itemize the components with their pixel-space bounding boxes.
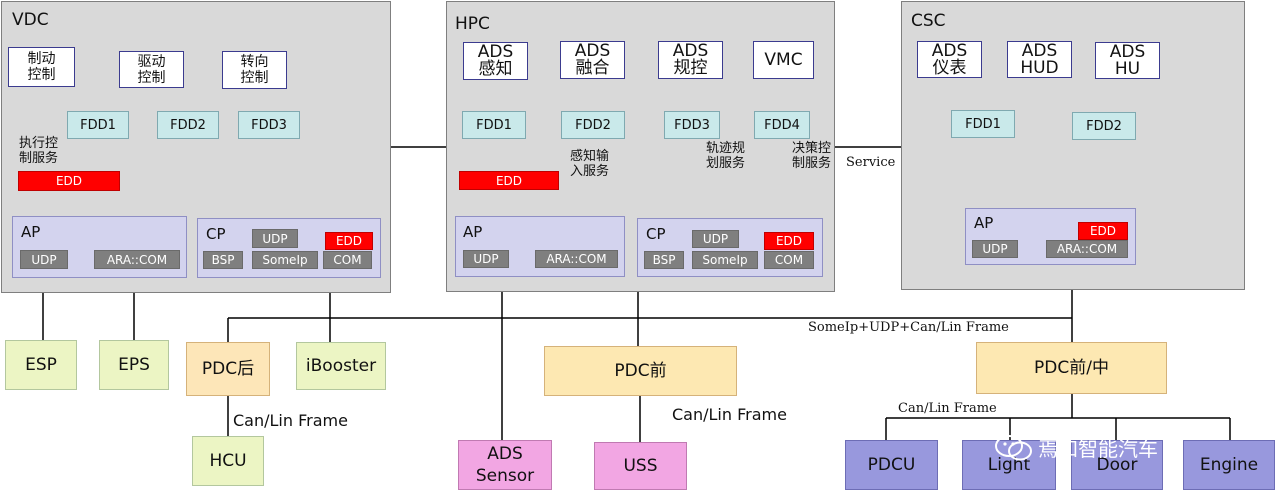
ecu-ibooster: iBooster [296, 342, 386, 390]
csc-ap-udp: UDP [972, 240, 1018, 258]
csc-app-hud: ADS HUD [1007, 41, 1072, 78]
hpc-fdd2: FDD2 [561, 111, 625, 139]
bus-wiring [42, 146, 1231, 442]
hpc-cp-com: COM [764, 251, 814, 269]
ecu-pdcu: PDCU [845, 440, 938, 490]
vdc-ap-aracom: ARA::COM [94, 250, 180, 269]
csc-fdd1: FDD1 [951, 110, 1015, 138]
vdc-cp-someip: SomeIp [252, 251, 318, 269]
hpc-service-decision: 决策控 制服务 [792, 141, 832, 171]
vdc-cp-com: COM [323, 251, 372, 269]
vdc-app-brake: 制动 控制 [8, 47, 75, 87]
csc-ap-edd: EDD [1078, 222, 1128, 240]
vdc-app-steer: 转向 控制 [222, 51, 287, 89]
hpc-app-vmc: VMC [753, 41, 814, 79]
hpc-app-fusion: ADS 融合 [560, 41, 625, 79]
csc-app-hu: ADS HU [1095, 42, 1160, 79]
canlin-label-rear: Can/Lin Frame [233, 411, 348, 430]
csc-app-cluster: ADS 仪表 [917, 41, 982, 78]
hpc-service-trajectory: 轨迹规 划服务 [706, 141, 746, 171]
ecu-eps: EPS [99, 340, 169, 390]
ecu-pdc-rear: PDC后 [186, 342, 270, 396]
vdc-service-label: 执行控 制服务 [19, 136, 59, 166]
hpc-fdd3: FDD3 [664, 111, 720, 139]
ecu-ads-sensor: ADS Sensor [458, 440, 552, 490]
hpc-cp-bsp: BSP [644, 251, 684, 269]
canlin-label-front: Can/Lin Frame [672, 405, 787, 424]
vdc-cp-udp: UDP [252, 229, 298, 248]
csc-ap-title: AP [974, 214, 994, 232]
vdc-cp-title: CP [206, 225, 226, 243]
vdc-fdd1: FDD1 [67, 111, 129, 139]
vdc-app-drive: 驱动 控制 [119, 51, 184, 88]
vdc-cp-bsp: BSP [203, 251, 243, 269]
vdc-ap-udp: UDP [20, 250, 68, 269]
vdc-edd: EDD [18, 171, 120, 191]
hpc-app-perception: ADS 感知 [463, 42, 528, 80]
vdc-ap-title: AP [21, 223, 41, 241]
hpc-edd: EDD [459, 171, 559, 190]
ecu-pdc-front-mid: PDC前/中 [976, 342, 1167, 394]
hpc-ap-aracom: ARA::COM [535, 250, 618, 268]
hpc-cp-edd: EDD [764, 232, 814, 250]
ecu-uss: USS [594, 442, 687, 490]
bus-label: SomeIp+UDP+Can/Lin Frame [808, 320, 1009, 335]
vdc-title: VDC [12, 10, 49, 30]
vdc-fdd2: FDD2 [157, 111, 219, 139]
hpc-cp-udp: UDP [692, 230, 739, 248]
hpc-ap-title: AP [463, 223, 483, 241]
vdc-cp-edd: EDD [325, 232, 373, 250]
hpc-fdd1: FDD1 [462, 111, 526, 139]
wechat-icon [994, 433, 1034, 467]
hpc-title: HPC [455, 14, 490, 34]
ecu-hcu: HCU [192, 436, 264, 486]
hpc-service-perception: 感知输 入服务 [570, 149, 610, 179]
hpc-cp-title: CP [646, 225, 666, 243]
vdc-fdd3: FDD3 [238, 111, 300, 139]
csc-fdd2: FDD2 [1072, 112, 1136, 140]
hpc-cp-someip: SomeIp [692, 251, 758, 269]
ecu-light: Light [962, 440, 1056, 490]
ecu-door: Door [1071, 440, 1163, 490]
canlin-label-front-mid: Can/Lin Frame [898, 401, 997, 416]
watermark-text: 焉知智能汽车 [1038, 437, 1158, 461]
ecu-engine: Engine [1183, 440, 1275, 490]
csc-ap-aracom: ARA::COM [1046, 240, 1128, 258]
hpc-app-planning: ADS 规控 [658, 41, 723, 79]
csc-title: CSC [911, 11, 946, 31]
hpc-fdd4: FDD4 [754, 111, 810, 139]
ecu-esp: ESP [5, 340, 77, 390]
service-label: Service [846, 155, 896, 170]
hpc-ap-udp: UDP [463, 250, 509, 268]
ecu-pdc-front: PDC前 [544, 346, 737, 396]
